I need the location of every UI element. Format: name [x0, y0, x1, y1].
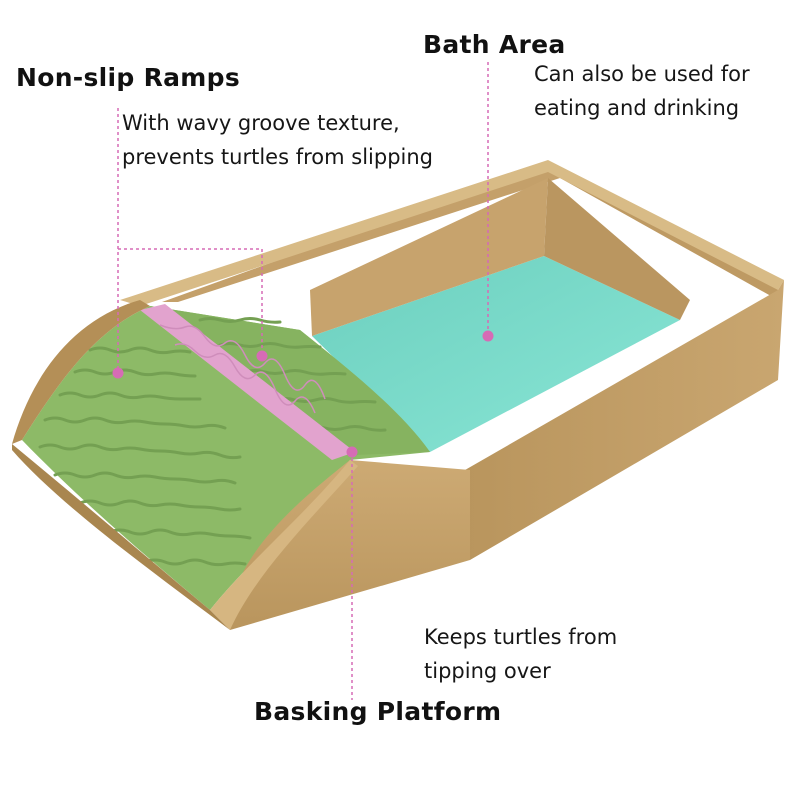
annotation-leader-lines: [117, 62, 489, 700]
basking-platform-strip: [140, 304, 355, 460]
bath-area-surface: [312, 256, 680, 452]
ramp-marker-dot-left: [112, 367, 124, 379]
tray-right-side-wall: [465, 280, 784, 560]
bath-area-inner-wall: [310, 178, 548, 336]
basking-platform-title: Basking Platform: [254, 697, 502, 726]
non-slip-ramps-title: Non-slip Ramps: [16, 63, 241, 92]
tray-rim: [120, 160, 784, 306]
basking-platform-description: Keeps turtles from tipping over: [424, 625, 618, 683]
tray-front-curved-wall: [229, 460, 470, 630]
basking-marker-dot: [346, 446, 358, 458]
non-slip-ramps-description: With wavy groove texture, prevents turtl…: [122, 111, 434, 169]
bath-area-right-wall: [544, 178, 690, 320]
bath-area-title: Bath Area: [423, 30, 566, 59]
ramp-marker-dot-right: [256, 350, 268, 362]
bath-area-marker-dot: [482, 330, 494, 342]
tray-left-side-wall: [12, 300, 150, 444]
bath-area-description: Can also be used for eating and drinking: [534, 62, 750, 120]
non-slip-ramp-surface: [22, 306, 430, 610]
